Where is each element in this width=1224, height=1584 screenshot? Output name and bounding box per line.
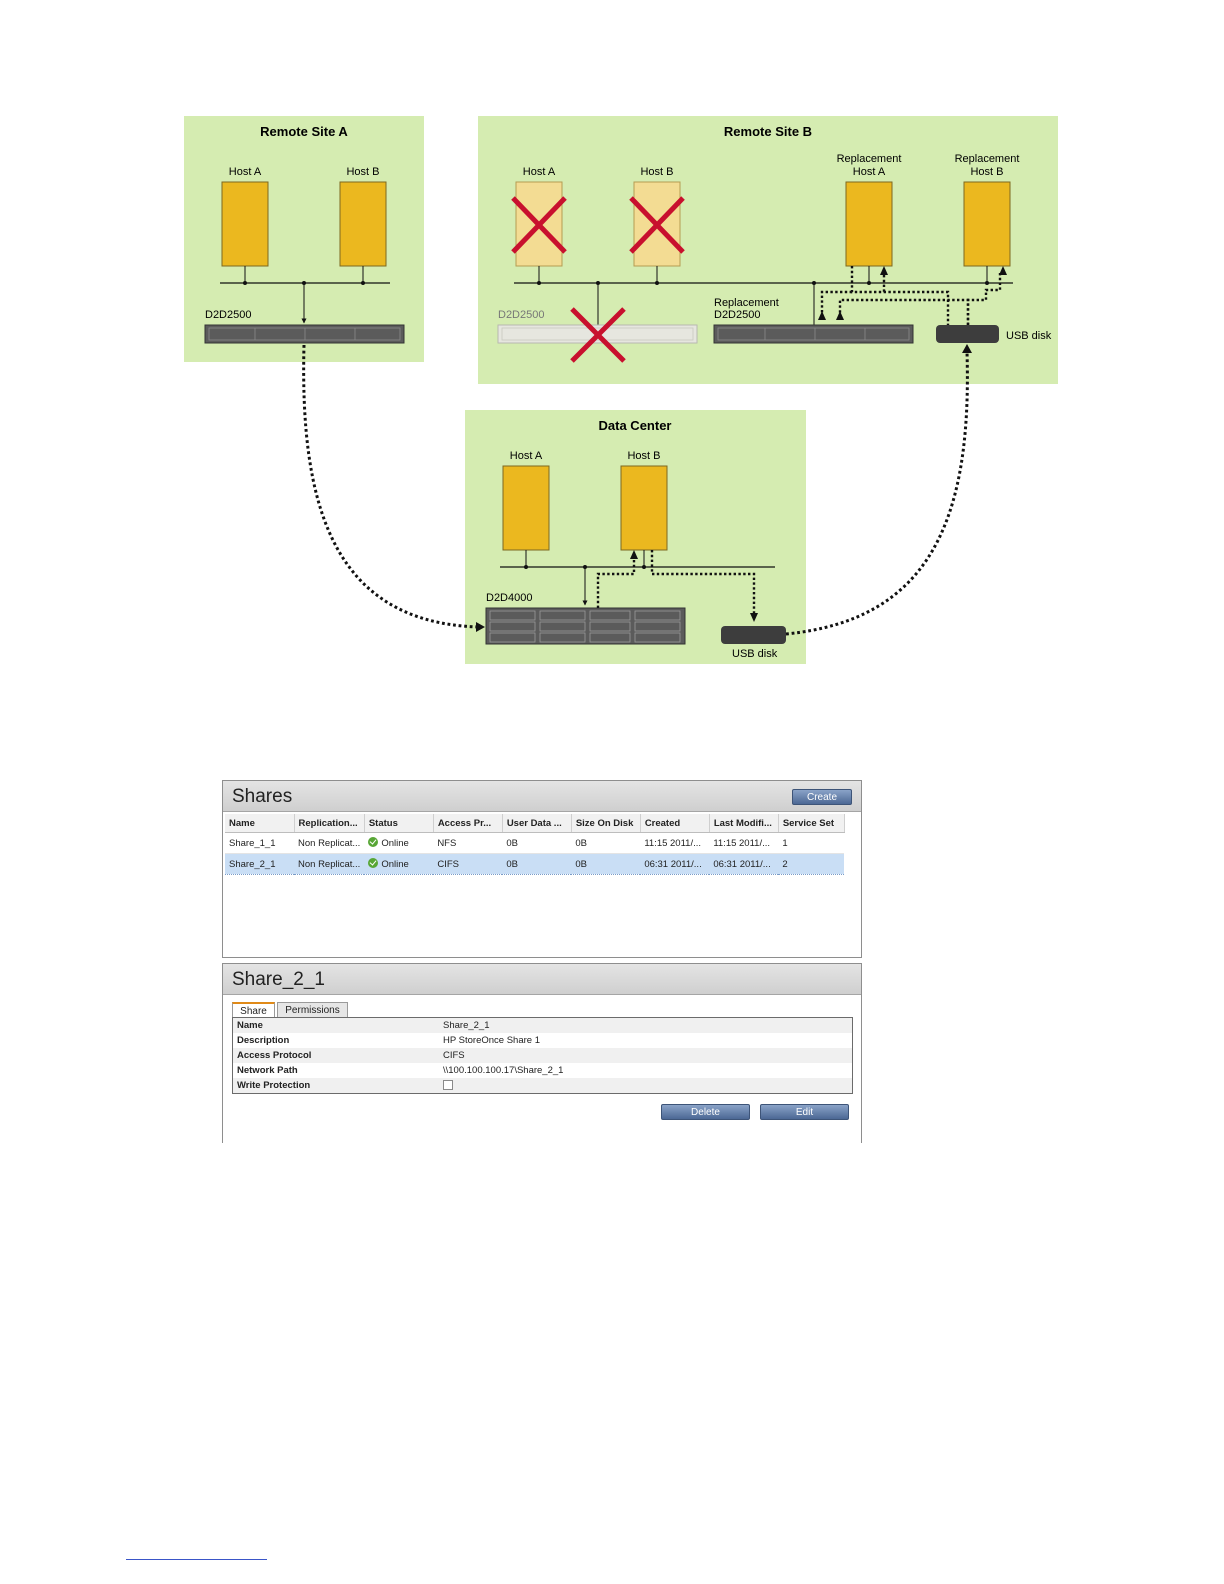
cell-replication: Non Replicat... xyxy=(294,832,365,854)
table-row[interactable]: Share_1_1 Non Replicat... Online NFS 0B … xyxy=(225,832,845,854)
column-header-user-data[interactable]: User Data ... xyxy=(502,814,572,833)
property-value: HP StoreOnce Share 1 xyxy=(443,1035,540,1046)
property-row-description: Description HP StoreOnce Share 1 xyxy=(233,1033,852,1048)
write-protection-checkbox[interactable] xyxy=(443,1080,453,1090)
shares-title: Shares xyxy=(232,786,293,807)
dc-host-a-label: Host A xyxy=(510,450,543,462)
cell-service-set: 1 xyxy=(778,832,845,854)
replacement-host-b-label-line1: Replacement xyxy=(955,153,1020,165)
column-header-service-set[interactable]: Service Set xyxy=(778,814,845,833)
column-header-name[interactable]: Name xyxy=(225,814,295,833)
property-label: Description xyxy=(237,1035,290,1046)
create-button[interactable]: Create xyxy=(792,789,852,805)
replacement-host-b xyxy=(963,181,1011,267)
replacement-appliance-label-line1: Replacement xyxy=(714,297,779,309)
replacement-host-b-label-line2: Host B xyxy=(970,166,1003,178)
cell-user-data: 0B xyxy=(502,853,572,875)
replication-diagram: Remote Site A Host A Host B D2D2500 Remo… xyxy=(184,116,1058,664)
table-row-selected[interactable]: Share_2_1 Non Replicat... Online CIFS 0B… xyxy=(225,853,845,875)
property-label: Name xyxy=(237,1020,263,1031)
replacement-host-a xyxy=(845,181,893,267)
site-b-host-a-failure-mark xyxy=(511,196,567,254)
site-a-appliance-label: D2D2500 xyxy=(205,309,251,321)
cell-user-data: 0B xyxy=(502,832,572,854)
property-value: Share_2_1 xyxy=(443,1020,490,1031)
share-properties: Name Share_2_1 Description HP StoreOnce … xyxy=(232,1017,853,1094)
cell-status: Online xyxy=(364,853,434,875)
edit-button[interactable]: Edit xyxy=(760,1104,849,1120)
dc-host-a xyxy=(502,465,550,551)
property-label: Write Protection xyxy=(237,1080,311,1091)
dc-usb-disk xyxy=(721,626,786,644)
shares-table: Name Replication... Status Access Pr... … xyxy=(225,814,845,875)
cell-service-set: 2 xyxy=(778,853,845,875)
online-check-icon xyxy=(368,837,379,847)
cell-last-modified: 06:31 2011/... xyxy=(709,853,779,875)
property-label: Network Path xyxy=(237,1065,298,1076)
site-b-host-b-failure-mark xyxy=(629,196,685,254)
cell-name: Share_1_1 xyxy=(225,832,294,854)
shares-panel: Shares Create Name Replication... Status… xyxy=(222,780,862,958)
online-check-icon xyxy=(368,858,379,868)
cell-status: Online xyxy=(364,832,434,854)
cell-last-modified: 11:15 2011/... xyxy=(709,832,779,854)
site-b-usb-disk-label: USB disk xyxy=(1006,330,1052,342)
site-b-appliance-label: D2D2500 xyxy=(498,309,544,321)
site-b-host-a-label: Host A xyxy=(523,166,556,178)
cell-created: 06:31 2011/... xyxy=(640,853,710,875)
delete-button[interactable]: Delete xyxy=(661,1104,750,1120)
replacement-host-a-label-line2: Host A xyxy=(853,166,886,178)
column-header-created[interactable]: Created xyxy=(640,814,710,833)
cell-access-protocol: NFS xyxy=(433,832,503,854)
replacement-appliance-label-line2: D2D2500 xyxy=(714,309,760,321)
site-b-d2d2500-failure-mark xyxy=(570,307,626,363)
column-header-replication[interactable]: Replication... xyxy=(294,814,365,833)
data-center-title: Data Center xyxy=(599,418,672,433)
cell-replication: Non Replicat... xyxy=(294,853,365,875)
column-header-size-on-disk[interactable]: Size On Disk xyxy=(571,814,641,833)
dc-usb-disk-label: USB disk xyxy=(732,648,778,660)
property-value: CIFS xyxy=(443,1050,465,1061)
site-a-host-a xyxy=(221,181,269,267)
cell-created: 11:15 2011/... xyxy=(640,832,710,854)
dc-host-b-label: Host B xyxy=(627,450,660,462)
dc-host-b xyxy=(620,465,668,551)
property-row-network-path: Network Path \\100.100.100.17\Share_2_1 xyxy=(233,1063,852,1078)
remote-site-a-title: Remote Site A xyxy=(260,124,348,139)
share-detail-header: Share_2_1 xyxy=(223,964,861,995)
site-b-host-b-label: Host B xyxy=(640,166,673,178)
replacement-host-a-label-line1: Replacement xyxy=(837,153,902,165)
site-a-host-b xyxy=(339,181,387,267)
column-header-access-protocol[interactable]: Access Pr... xyxy=(433,814,503,833)
status-text: Online xyxy=(381,838,409,849)
tab-share[interactable]: Share xyxy=(232,1002,275,1017)
cell-name: Share_2_1 xyxy=(225,853,294,875)
property-value: \\100.100.100.17\Share_2_1 xyxy=(443,1065,564,1076)
site-b-usb-disk xyxy=(936,325,999,343)
dc-d2d4000 xyxy=(485,607,686,645)
tab-permissions[interactable]: Permissions xyxy=(277,1002,348,1017)
share-detail-panel: Share_2_1 Share Permissions Name Share_2… xyxy=(222,963,862,1143)
share-detail-title: Share_2_1 xyxy=(232,969,325,990)
column-header-status[interactable]: Status xyxy=(364,814,434,833)
property-row-access-protocol: Access Protocol CIFS xyxy=(233,1048,852,1063)
property-row-name: Name Share_2_1 xyxy=(233,1018,852,1033)
cell-size-on-disk: 0B xyxy=(571,832,641,854)
cell-size-on-disk: 0B xyxy=(571,853,641,875)
column-header-last-modified[interactable]: Last Modifi... xyxy=(709,814,779,833)
dc-appliance-label: D2D4000 xyxy=(486,592,532,604)
status-text: Online xyxy=(381,859,409,870)
footnote-separator xyxy=(126,1559,267,1560)
property-row-write-protection: Write Protection xyxy=(233,1078,852,1093)
cell-access-protocol: CIFS xyxy=(433,853,503,875)
site-a-host-a-label: Host A xyxy=(229,166,262,178)
shares-header: Shares Create xyxy=(223,781,861,812)
site-a-host-b-label: Host B xyxy=(346,166,379,178)
usb-transport-link-dc-to-site-b xyxy=(785,351,969,636)
replication-link-site-a-to-dc xyxy=(302,344,479,629)
table-header-row: Name Replication... Status Access Pr... … xyxy=(225,814,845,833)
remote-site-b-title: Remote Site B xyxy=(724,124,812,139)
property-label: Access Protocol xyxy=(237,1050,312,1061)
replacement-d2d2500 xyxy=(713,324,914,344)
